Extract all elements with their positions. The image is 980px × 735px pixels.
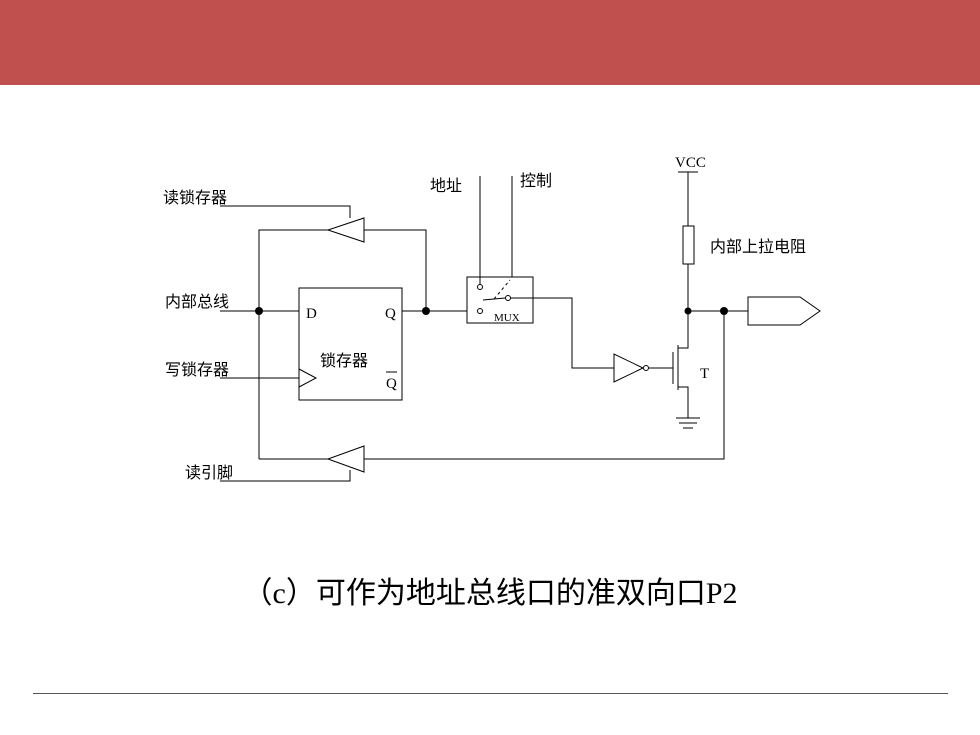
bus-junction-dot (255, 307, 263, 315)
read-pin-feedback-line (364, 311, 725, 460)
label-read-pin: 读引脚 (185, 463, 233, 482)
label-write-latch: 写锁存器 (165, 360, 229, 379)
figure-caption: （c）可作为地址总线口的准双向口P2 (242, 577, 738, 610)
latch-qbar-pin: Q (386, 376, 397, 392)
mux-output-line (511, 297, 614, 369)
label-transistor: T (700, 366, 709, 382)
q-junction-dot (422, 307, 430, 315)
latch-box (298, 287, 403, 401)
inverter-bubble (643, 365, 649, 371)
pullup-resistor (682, 225, 695, 265)
mux-address-contact (477, 284, 483, 290)
inverter-gate (613, 353, 645, 383)
label-address: 地址 (430, 176, 462, 195)
drain-junction-dot (684, 307, 692, 315)
mux-control-link (493, 279, 511, 300)
latch-q-pin: Q (385, 306, 396, 322)
label-internal-bus: 内部总线 (165, 292, 229, 311)
latch-name: 锁存器 (320, 351, 368, 370)
footer-divider (33, 693, 948, 694)
q-feedback-line (364, 229, 427, 311)
latch-d-pin: D (306, 306, 317, 322)
transistor-drain (678, 311, 689, 349)
title-banner (0, 0, 980, 85)
mux-box (466, 276, 534, 324)
transistor-source (678, 386, 689, 418)
label-control: 控制 (520, 171, 552, 190)
label-pullup: 内部上拉电阻 (710, 237, 806, 256)
left-bus-rail (258, 229, 328, 459)
read-pin-control-line (220, 470, 351, 482)
label-vcc: VCC (675, 155, 706, 171)
label-read-latch: 读锁存器 (163, 188, 227, 207)
output-pin (747, 296, 821, 326)
mux-label: MUX (494, 312, 520, 324)
mux-output-contact (505, 295, 511, 301)
read-latch-buffer (326, 217, 365, 243)
read-pin-buffer (326, 445, 365, 473)
clock-input-triangle (298, 368, 318, 388)
read-latch-line (220, 205, 351, 218)
mux-data-contact (477, 308, 483, 314)
